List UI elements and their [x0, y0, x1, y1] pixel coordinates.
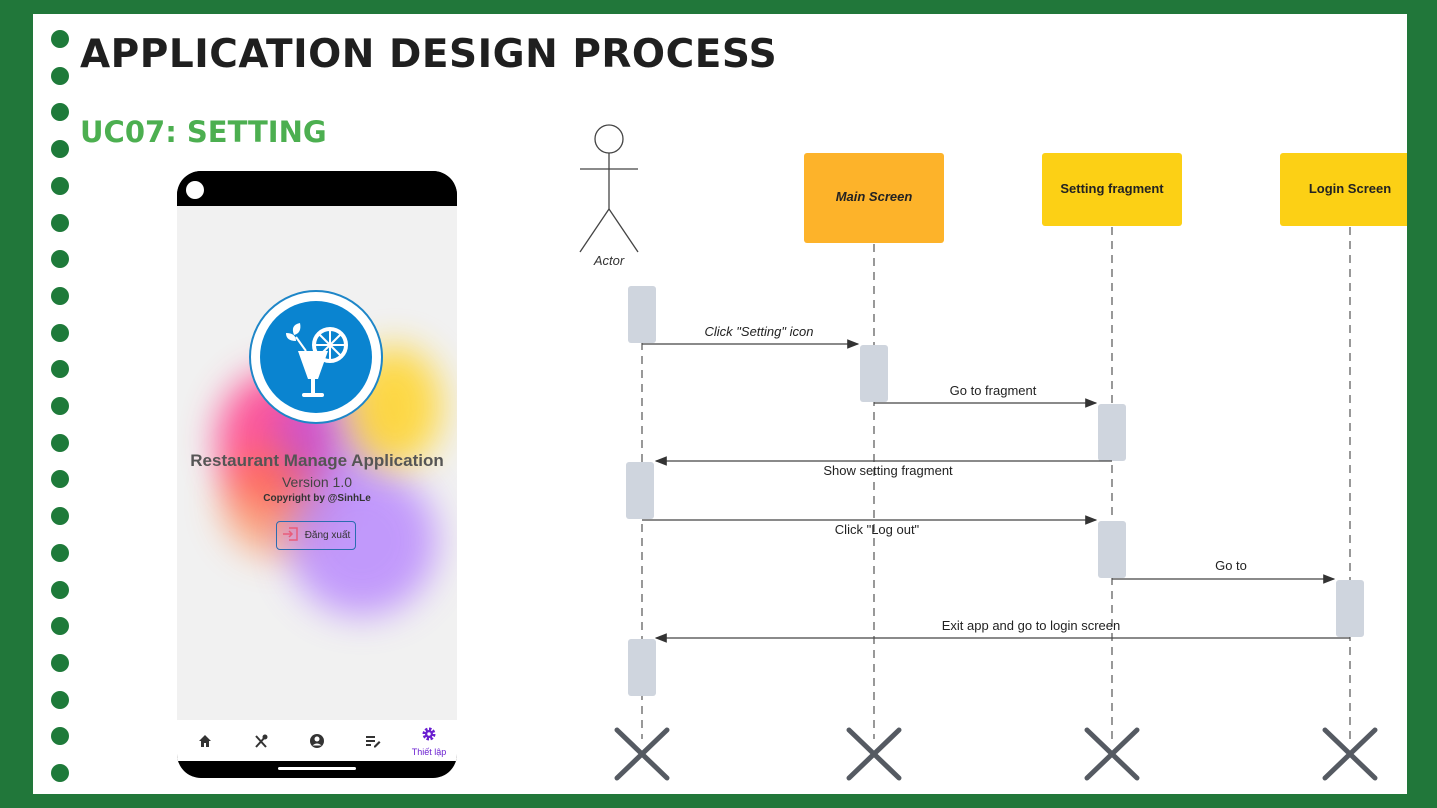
lifeline-box-login-screen [1280, 153, 1407, 226]
message-label: Click "Log out" [835, 522, 920, 537]
binder-dot [51, 764, 69, 782]
app-copyright: Copyright by @SinhLe [263, 493, 371, 504]
message-label: Click "Setting" icon [705, 324, 814, 339]
binder-dot [51, 470, 69, 489]
nav-settings[interactable]: Thiết lập [409, 726, 449, 757]
nav-menu[interactable] [241, 726, 281, 756]
message-label: Show setting fragment [823, 463, 953, 478]
home-indicator [278, 767, 356, 770]
nav-settings-label: Thiết lập [411, 747, 447, 757]
binder-dot [51, 543, 69, 562]
lifeline-box-setting-fragment [1042, 153, 1182, 226]
activation-bar [1098, 404, 1126, 461]
destroy-x-main-screen [846, 727, 902, 781]
home-icon [199, 735, 211, 747]
activation-bar [628, 286, 656, 343]
binder-dot [51, 690, 69, 709]
sequence-diagram: Actor Main Screen Setting fragment Login… [579, 124, 1407, 781]
camera-icon [186, 181, 204, 199]
actor-label: Actor [593, 253, 625, 268]
logout-icon [282, 526, 300, 545]
binder-dot [51, 727, 69, 746]
lifeline-label-main-screen: Main Screen [836, 189, 913, 204]
destroy-x-login-screen [1322, 727, 1378, 781]
message-label: Exit app and go to login screen [942, 618, 1121, 633]
actor-figure [579, 124, 639, 253]
logout-button[interactable]: Đăng xuất [276, 521, 356, 550]
binder-dot [51, 507, 69, 526]
binder-dot [51, 580, 69, 599]
edit-list-icon [366, 736, 381, 748]
binder-dot [51, 653, 69, 672]
activation-bar [1336, 580, 1364, 637]
lifeline-label-setting-fragment: Setting fragment [1060, 181, 1164, 196]
nav-home[interactable] [185, 726, 225, 756]
gear-icon [422, 727, 436, 741]
bottom-nav: Thiết lập [177, 720, 457, 761]
nav-orders[interactable] [353, 726, 393, 756]
binder-dot [51, 140, 69, 159]
binder-dot [51, 286, 69, 305]
utensils-icon [255, 734, 268, 748]
slide: APPLICATION DESIGN PROCESS UC07: SETTING [33, 14, 1407, 794]
binder-dot [51, 397, 69, 415]
lifeline-box-main-screen [804, 153, 944, 243]
app-logo [249, 290, 383, 424]
binder-dot [51, 176, 69, 195]
message-label: Go to fragment [950, 383, 1037, 398]
status-bar [177, 171, 457, 206]
binder-dot [51, 360, 69, 379]
binder-dot [51, 213, 69, 232]
binder-dot [51, 103, 69, 122]
binder-dot [51, 323, 69, 342]
account-icon [310, 734, 324, 748]
activation-bar [628, 639, 656, 696]
cocktail-icon [260, 301, 372, 413]
logout-label: Đăng xuất [304, 530, 351, 541]
activation-bar [1098, 521, 1126, 578]
binder-dot [51, 250, 69, 269]
lifeline-label-login-screen: Login Screen [1309, 181, 1391, 196]
binder-dots [51, 30, 71, 790]
app-version: Version 1.0 [281, 474, 353, 490]
app-name: Restaurant Manage Application [190, 451, 444, 470]
background-blob [287, 466, 437, 616]
nav-account[interactable] [297, 726, 337, 756]
destroy-x-setting-fragment [1084, 727, 1140, 781]
page-title: APPLICATION DESIGN PROCESS [80, 32, 778, 77]
destroy-x-actor [614, 727, 670, 781]
binder-dot [51, 30, 69, 48]
settings-screen: Restaurant Manage Application Version 1.… [177, 206, 457, 720]
activation-bar [860, 345, 888, 402]
binder-dot [51, 433, 69, 452]
phone-mockup: Restaurant Manage Application Version 1.… [177, 171, 457, 778]
message-label: Go to [1215, 558, 1247, 573]
activation-bar [626, 462, 654, 519]
binder-dot [51, 66, 69, 85]
section-subtitle: UC07: SETTING [80, 115, 327, 149]
binder-dot [51, 617, 69, 636]
